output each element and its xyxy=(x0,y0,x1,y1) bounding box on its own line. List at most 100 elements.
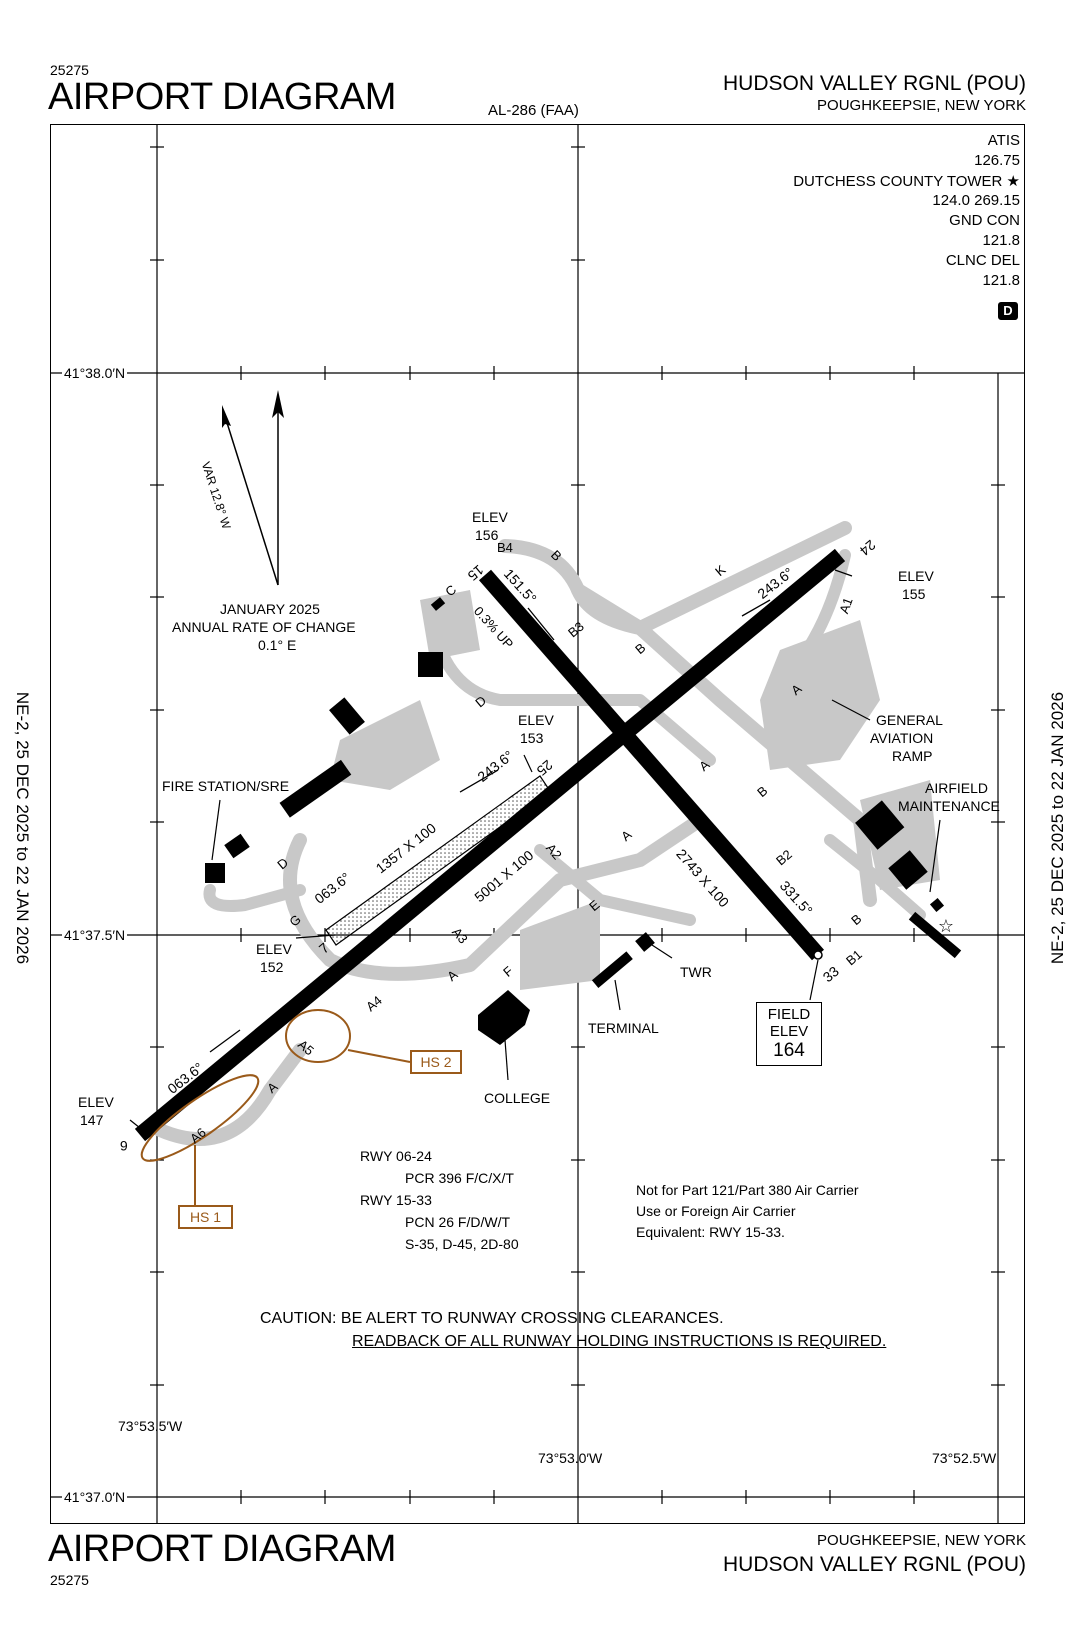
rate-line-1: JANUARY 2025 xyxy=(220,601,320,617)
building-ramp-a xyxy=(329,697,365,735)
runway-06-24 xyxy=(134,548,846,1142)
elev-153-value: 153 xyxy=(520,730,544,746)
tower-label: TWR xyxy=(680,964,712,980)
note-line-1: Not for Part 121/Part 380 Air Carrier xyxy=(636,1182,859,1198)
runway-15-33 xyxy=(478,569,825,961)
airfield-maintenance-label-1: AIRFIELD xyxy=(925,780,989,796)
building-maint-b xyxy=(888,850,928,890)
elev-155-label: ELEV xyxy=(898,568,934,584)
tower-label: DUTCHESS COUNTY TOWER ★ xyxy=(793,173,1020,190)
beacon-star-icon: ☆ xyxy=(938,916,954,936)
ramps xyxy=(330,590,940,990)
taxiway-b4: B4 xyxy=(497,540,513,555)
airport-name-bottom: HUDSON VALLEY RGNL (POU) xyxy=(722,1553,1026,1576)
hs2-leader xyxy=(347,1049,411,1063)
doc-number-top: 25275 xyxy=(50,62,89,78)
college-building xyxy=(478,990,530,1045)
terminal-building xyxy=(591,951,633,988)
pavement-line-1: RWY 06-24 xyxy=(360,1148,432,1164)
rate-line-2: ANNUAL RATE OF CHANGE xyxy=(172,619,356,635)
clearance-label: CLNC DEL xyxy=(945,252,1020,269)
tower-building xyxy=(635,932,655,952)
atis-label: ATIS xyxy=(987,132,1020,149)
terminal-label: TERMINAL xyxy=(588,1020,659,1036)
chart-title-bottom: AIRPORT DIAGRAM xyxy=(48,1528,396,1570)
airport-name-top: HUDSON VALLEY RGNL (POU) xyxy=(722,72,1026,95)
building-fire-a xyxy=(224,833,250,859)
star-icon: ★ xyxy=(1006,173,1020,190)
clearance-frequency: 121.8 xyxy=(982,272,1020,289)
general-aviation-ramp xyxy=(760,620,880,770)
building-ramp-b xyxy=(279,759,352,818)
lat-label-bottom: 41°37.0′N xyxy=(62,1489,128,1505)
runways xyxy=(134,548,846,1142)
d-atis-badge-icon: D xyxy=(998,302,1018,320)
hot-spot-2-box[interactable]: HS 2 xyxy=(410,1050,462,1074)
note-line-2: Use or Foreign Air Carrier xyxy=(636,1203,796,1219)
note-line-3: Equivalent: RWY 15-33. xyxy=(636,1224,785,1240)
building-maint-c xyxy=(929,897,945,913)
building-north xyxy=(418,652,443,677)
hot-spot-1-box[interactable]: HS 1 xyxy=(178,1205,233,1229)
building-c xyxy=(430,597,446,611)
field-elev-marker xyxy=(813,950,823,960)
elev-152-value: 152 xyxy=(260,959,284,975)
lat-label-mid: 41°37.5′N xyxy=(62,927,128,943)
ground-frequency: 121.8 xyxy=(982,232,1020,249)
hot-spot-1-ellipse xyxy=(140,1074,260,1162)
elev-152-label: ELEV xyxy=(256,941,292,957)
hot-spots xyxy=(140,1009,411,1205)
elev-147-value: 147 xyxy=(80,1112,104,1128)
leader-lines xyxy=(129,569,941,1129)
building-maint-a xyxy=(855,800,905,850)
airport-location-bottom: POUGHKEEPSIE, NEW YORK xyxy=(817,1532,1026,1549)
atis-frequency: 126.75 xyxy=(974,152,1020,169)
tower-frequency: 124.0 269.15 xyxy=(932,192,1020,209)
caution-line-2: READBACK OF ALL RUNWAY HOLDING INSTRUCTI… xyxy=(352,1333,887,1350)
college-label: COLLEGE xyxy=(484,1090,551,1106)
airport-location-top: POUGHKEEPSIE, NEW YORK xyxy=(817,97,1026,114)
west-ramp xyxy=(330,700,440,790)
terminal-ramp xyxy=(520,900,600,990)
buildings xyxy=(205,597,962,1045)
rate-line-3: 0.1° E xyxy=(258,637,297,653)
north-arrows xyxy=(222,390,284,586)
fire-station-label: FIRE STATION/SRE xyxy=(162,778,290,794)
elev-156-label: ELEV xyxy=(472,509,508,525)
fire-station-building xyxy=(205,863,225,883)
lon-label-right: 73°52.5′W xyxy=(932,1450,997,1466)
hot-spot-2-ellipse xyxy=(285,1009,351,1063)
true-north-arrow-icon xyxy=(272,390,284,418)
elev-147-label: ELEV xyxy=(78,1094,114,1110)
general-aviation-label-3: RAMP xyxy=(892,748,933,764)
heading-arrows xyxy=(209,599,801,1053)
pavement-line-2: PCR 396 F/C/X/T xyxy=(405,1170,514,1186)
building-maint-d xyxy=(908,911,962,959)
elev-155-value: 155 xyxy=(902,586,926,602)
airfield-maintenance-label-2: MAINTENANCE xyxy=(898,798,1000,814)
lon-label-mid: 73°53.0′W xyxy=(538,1450,603,1466)
caution-line-1: CAUTION: BE ALERT TO RUNWAY CROSSING CLE… xyxy=(260,1310,724,1327)
procedure-id: AL-286 (FAA) xyxy=(488,102,579,119)
pavement-line-4: PCN 26 F/D/W/T xyxy=(405,1214,511,1230)
field-elev-line-1: FIELD xyxy=(767,1006,811,1023)
lon-label-left: 73°53.5′W xyxy=(118,1418,183,1434)
general-aviation-label-1: GENERAL xyxy=(876,712,943,728)
general-aviation-label-2: AVIATION xyxy=(870,730,934,746)
lat-label-top: 41°38.0′N xyxy=(62,365,128,381)
runway-end-6: 6 xyxy=(120,1138,128,1154)
magnetic-north-arrow-icon xyxy=(222,405,231,428)
diagram-frame xyxy=(50,124,1025,1524)
field-elev-value: 164 xyxy=(773,1040,805,1061)
elev-153-label: ELEV xyxy=(518,712,554,728)
pavement-line-5: S-35, D-45, 2D-80 xyxy=(405,1236,519,1252)
doc-number-bottom: 25275 xyxy=(50,1572,89,1588)
chart-title-top: AIRPORT DIAGRAM xyxy=(48,76,396,118)
ground-label: GND CON xyxy=(949,212,1020,229)
field-elev-line-2: ELEV xyxy=(769,1023,809,1040)
pavement-line-3: RWY 15-33 xyxy=(360,1192,432,1208)
elev-156-value: 156 xyxy=(475,527,499,543)
field-elevation-box: FIELD ELEV 164 xyxy=(756,1002,822,1066)
north-ramp xyxy=(420,590,480,660)
